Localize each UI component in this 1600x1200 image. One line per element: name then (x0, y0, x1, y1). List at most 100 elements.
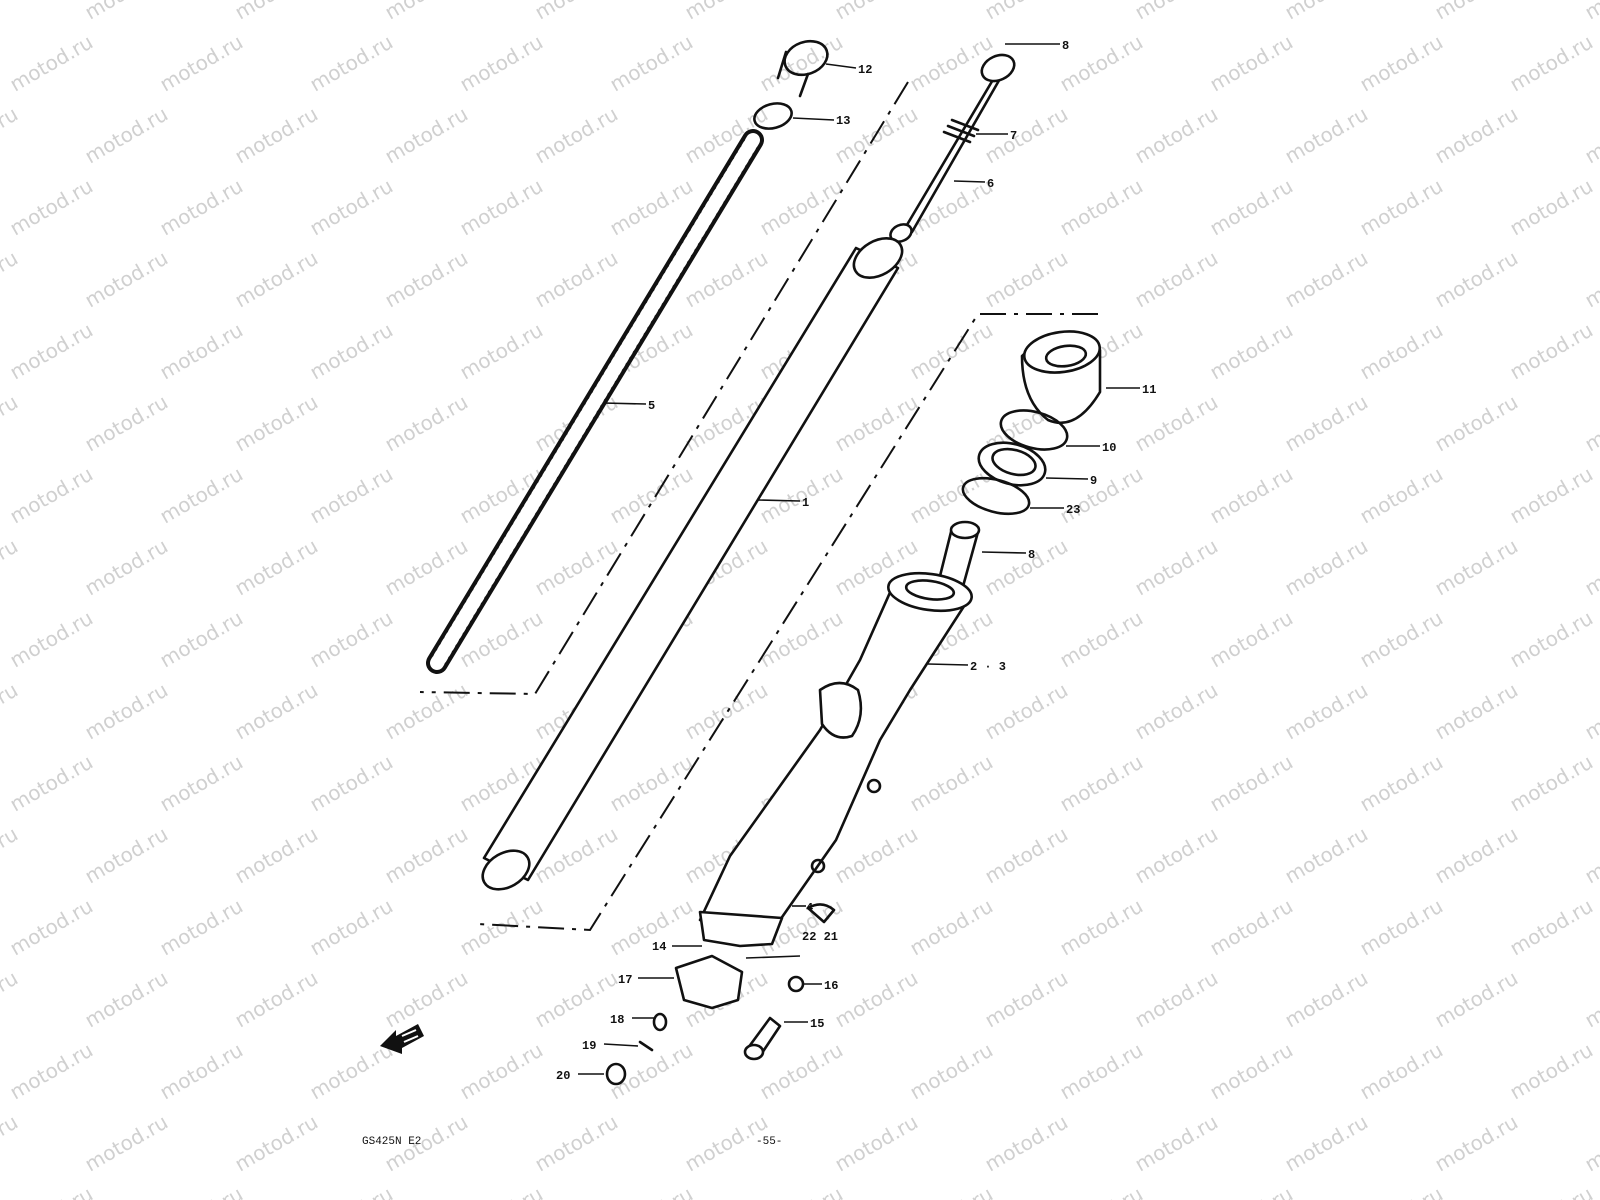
watermark-text: motod.ru (1506, 174, 1597, 241)
watermark-text: motod.ru (81, 534, 172, 601)
watermark-text: motod.ru (0, 390, 22, 457)
watermark-text: motod.ru (531, 534, 622, 601)
callout-13: 13 (836, 114, 850, 128)
watermark-text: motod.ru (1581, 822, 1600, 889)
watermark-text: motod.ru (456, 30, 547, 97)
watermark-text: motod.ru (1056, 1182, 1147, 1200)
watermark-text: motod.ru (306, 1182, 397, 1200)
callout-2-3: 2 · 3 (970, 660, 1006, 674)
watermark-text: motod.ru (456, 174, 547, 241)
watermark-text: motod.ru (1056, 174, 1147, 241)
watermark-text: motod.ru (6, 30, 97, 97)
part-19-bolt (603, 1040, 654, 1052)
watermark-text: motod.ru (1131, 246, 1222, 313)
watermark-text: motod.ru (6, 1182, 97, 1200)
part-23-washer (961, 476, 1064, 516)
watermark-text: motod.ru (1431, 390, 1522, 457)
watermark-text: motod.ru (81, 678, 172, 745)
watermark-text: motod.ru (156, 318, 247, 385)
watermark-text: motod.ru (81, 0, 172, 24)
callout-9: 9 (1090, 474, 1097, 488)
watermark-text: motod.ru (831, 0, 922, 24)
watermark-text: motod.ru (1281, 822, 1372, 889)
watermark-text: motod.ru (981, 678, 1072, 745)
watermark-text: motod.ru (1356, 174, 1447, 241)
callout-1: 1 (802, 496, 809, 510)
callout-12: 12 (858, 63, 872, 77)
watermark-text: motod.ru (81, 1110, 172, 1177)
outer-assembly-bracket (477, 313, 1098, 932)
watermark-text: motod.ru (306, 1038, 397, 1105)
callout-6: 6 (987, 177, 994, 191)
watermark-text: motod.ru (1506, 606, 1597, 673)
part-17-axle-clamp (638, 954, 744, 1010)
watermark-text: motod.ru (231, 0, 322, 24)
watermark-text: motod.ru (456, 1182, 547, 1200)
watermark-text: motod.ru (1131, 1110, 1222, 1177)
watermark-text: motod.ru (1206, 606, 1297, 673)
watermark-text: motod.ru (1131, 966, 1222, 1033)
watermark-text: motod.ru (1581, 102, 1600, 169)
watermark-text: motod.ru (6, 174, 97, 241)
watermark-text: motod.ru (381, 102, 472, 169)
watermark-text: motod.ru (1206, 30, 1297, 97)
watermark-text: motod.ru (906, 750, 997, 817)
watermark-text: motod.ru (6, 462, 97, 529)
watermark-text: motod.ru (1581, 966, 1600, 1033)
watermark-text: motod.ru (1431, 102, 1522, 169)
watermark-text: motod.ru (1281, 1110, 1372, 1177)
watermark-text: motod.ru (1431, 246, 1522, 313)
watermark-text: motod.ru (156, 1182, 247, 1200)
watermark-text: motod.ru (981, 534, 1072, 601)
watermark-text: motod.ru (6, 318, 97, 385)
watermark-text: motod.ru (81, 390, 172, 457)
callout-5: 5 (648, 399, 655, 413)
part-15-drain-bolt (743, 1016, 808, 1061)
watermark-text: motod.ru (306, 318, 397, 385)
watermark-text: motod.ru (381, 678, 472, 745)
watermark-text: motod.ru (231, 966, 322, 1033)
watermark-text: motod.ru (156, 174, 247, 241)
watermark-text: motod.ru (981, 822, 1072, 889)
watermark-text: motod.ru (1356, 750, 1447, 817)
watermark-text: motod.ru (1581, 246, 1600, 313)
watermark-text: motod.ru (1056, 462, 1147, 529)
watermark-text: motod.ru (231, 822, 322, 889)
watermark-text: motod.ru (156, 894, 247, 961)
watermark-text: motod.ru (1356, 894, 1447, 961)
watermark-text: motod.ru (906, 894, 997, 961)
watermark-text: motod.ru (1131, 822, 1222, 889)
watermark-text: motod.ru (306, 174, 397, 241)
watermark-text: motod.ru (756, 30, 847, 97)
watermark-text: motod.ru (756, 606, 847, 673)
watermark-text: motod.ru (1056, 750, 1147, 817)
watermark-text: motod.ru (1506, 750, 1597, 817)
watermark-text: motod.ru (606, 30, 697, 97)
watermark-text: motod.ru (1131, 678, 1222, 745)
watermark-text: motod.ru (1431, 966, 1522, 1033)
watermark-text: motod.ru (156, 30, 247, 97)
watermark-text: motod.ru (906, 30, 997, 97)
watermark-text: motod.ru (1581, 1110, 1600, 1177)
watermark-text: motod.ru (0, 966, 22, 1033)
lead-22-21 (745, 955, 801, 959)
watermark-text: motod.ru (1431, 678, 1522, 745)
watermark-text: motod.ru (1581, 390, 1600, 457)
watermark-text: motod.ru (0, 102, 22, 169)
watermark-text: motod.ru (1431, 822, 1522, 889)
watermark-text: motod.ru (381, 246, 472, 313)
watermark-text: motod.ru (1206, 318, 1297, 385)
watermark-text: motod.ru (681, 0, 772, 24)
part-12-cap-bolt (776, 39, 857, 98)
watermark-text: motod.ru (981, 966, 1072, 1033)
watermark-text: motod.ru (531, 1110, 622, 1177)
watermark-text: motod.ru (1281, 966, 1372, 1033)
watermark-text: motod.ru (231, 390, 322, 457)
watermark-text: motod.ru (306, 750, 397, 817)
watermark-text: motod.ru (1506, 1182, 1597, 1200)
callout-15: 15 (810, 1017, 824, 1031)
callout-11: 11 (1142, 383, 1156, 397)
watermark-text: motod.ru (606, 750, 697, 817)
